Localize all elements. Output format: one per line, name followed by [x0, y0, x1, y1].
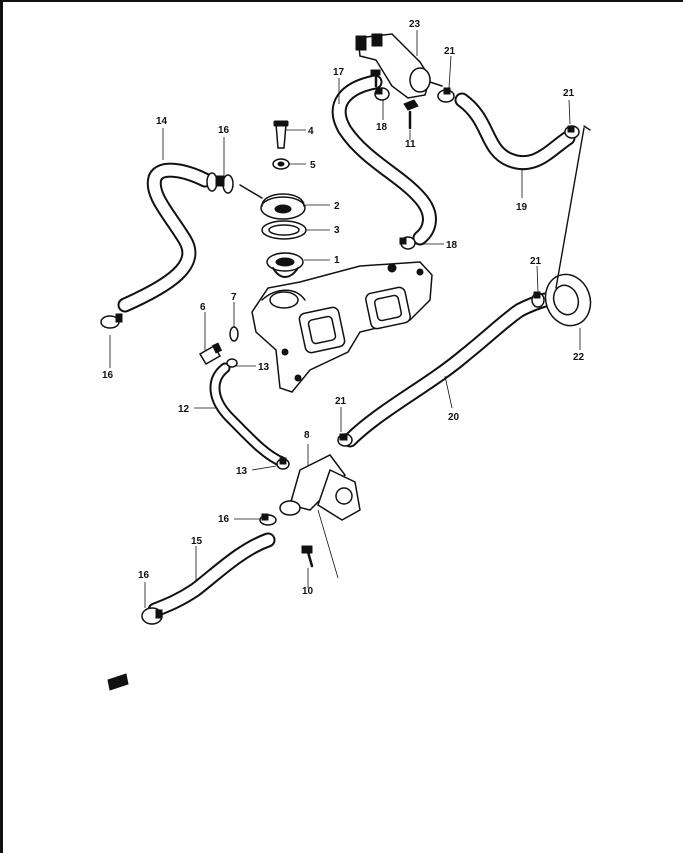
- clamp-21b: [564, 125, 580, 139]
- part-number-4: 4: [308, 126, 314, 137]
- part-number-16-top: 16: [218, 125, 230, 136]
- part-number-17: 17: [333, 67, 345, 78]
- part-number-21-cap: 21: [530, 256, 542, 267]
- clamp-16-left: [100, 313, 123, 329]
- part-number-21-top: 21: [444, 46, 456, 57]
- part-number-23: 23: [409, 19, 421, 30]
- part-number-19: 19: [516, 202, 528, 213]
- bolt-10: [301, 545, 314, 568]
- clamp-13-lower: [276, 457, 290, 470]
- hose-15: [147, 532, 276, 618]
- cap-4: [273, 120, 289, 149]
- clamp-21a: [437, 87, 455, 103]
- leader-lines: [109, 30, 581, 608]
- part-number-11: 11: [405, 139, 416, 150]
- part-number-16-left: 16: [102, 370, 114, 381]
- chain-line: [555, 125, 591, 289]
- part-number-1: 1: [334, 255, 340, 266]
- part-number-18-mid: 18: [446, 240, 458, 251]
- inlet-pipe-8: [279, 454, 361, 579]
- washer-7: [229, 326, 239, 342]
- hose-20: [342, 292, 553, 448]
- clamp-13-upper: [226, 358, 238, 368]
- part-number-2: 2: [334, 201, 340, 212]
- part-number-7: 7: [231, 292, 237, 303]
- part-number-labels: 4 5 2 3 1 16 14 16 6 7 13 12 13 16 15 16…: [102, 19, 585, 597]
- part-number-16-bottom: 16: [138, 570, 150, 581]
- clamp-16-bottom: [141, 607, 163, 625]
- washer-5: [272, 158, 290, 170]
- part-number-13-lower: 13: [236, 466, 248, 477]
- part-number-21-lower: 21: [335, 396, 347, 407]
- part-number-3: 3: [334, 225, 340, 236]
- part-number-18-top: 18: [376, 122, 388, 133]
- part-number-15: 15: [191, 536, 203, 547]
- part-number-5: 5: [310, 160, 316, 171]
- cap-22: [544, 273, 592, 327]
- hose-14: [117, 162, 213, 313]
- part-number-21-right: 21: [563, 88, 575, 99]
- thermostat-case-2: [239, 184, 306, 220]
- clamp-16-mid: [259, 513, 277, 526]
- clamp-16-top: [206, 172, 234, 194]
- bolt-11: [403, 99, 419, 130]
- part-number-13-upper: 13: [258, 362, 270, 373]
- part-number-6: 6: [200, 302, 206, 313]
- hose-19: [454, 92, 576, 171]
- hose-12: [209, 362, 288, 468]
- print-mark: [107, 673, 129, 691]
- part-number-16-mid: 16: [218, 514, 230, 525]
- clamp-21c: [531, 291, 545, 308]
- housing-23: [355, 33, 443, 99]
- part-number-22: 22: [573, 352, 585, 363]
- manifold-housing: [251, 261, 433, 393]
- part-number-20: 20: [448, 412, 460, 423]
- bolt-housing: [370, 69, 381, 88]
- thermostat-1: [266, 252, 304, 278]
- gasket-3: [261, 220, 307, 240]
- hose-17: [331, 74, 437, 246]
- clamp-21d: [337, 433, 353, 447]
- clamp-18-mid: [399, 236, 416, 250]
- part-number-10: 10: [302, 586, 314, 597]
- part-number-14: 14: [156, 116, 168, 127]
- part-number-8: 8: [304, 430, 310, 441]
- sensor-6: [198, 342, 223, 366]
- clamp-18-top: [374, 87, 390, 101]
- part-number-12: 12: [178, 404, 190, 415]
